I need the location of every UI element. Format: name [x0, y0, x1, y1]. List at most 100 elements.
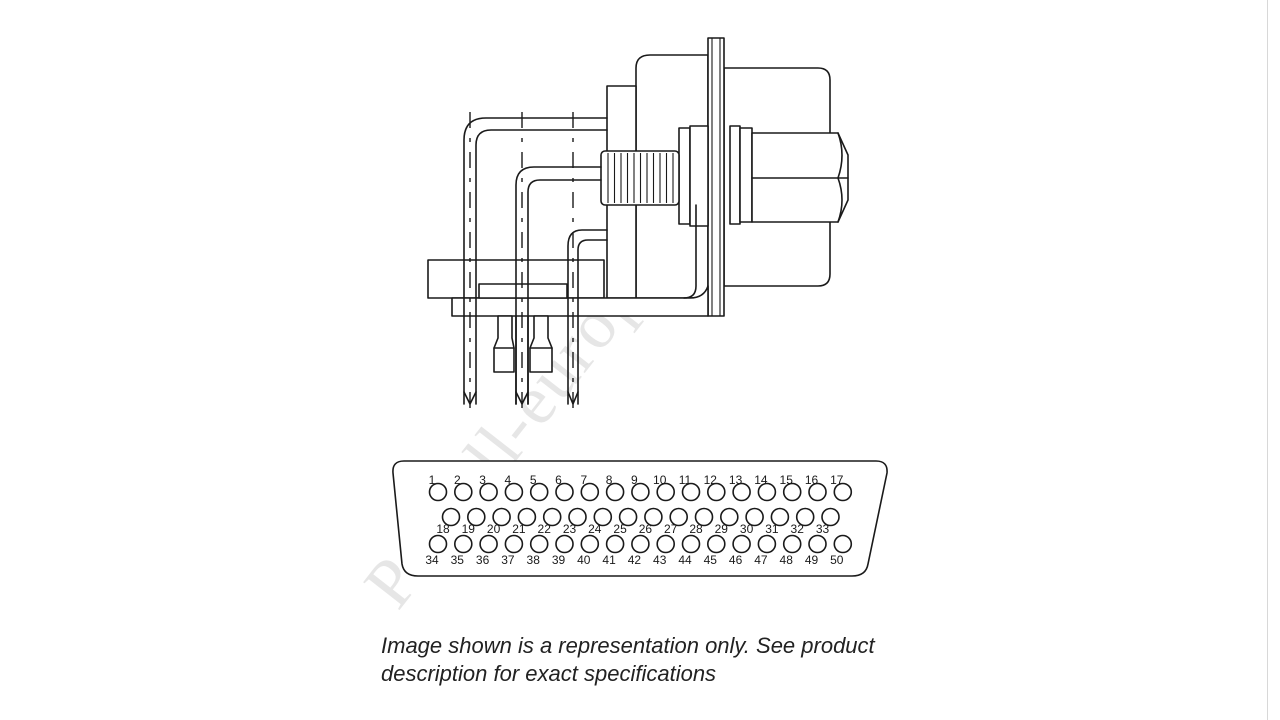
pin-label: 32	[791, 522, 805, 536]
pin-label: 4	[505, 473, 512, 487]
pin-hole	[681, 482, 701, 502]
page-edge	[1267, 0, 1280, 720]
pin-hole	[453, 482, 473, 502]
pin-hole	[593, 507, 613, 527]
pin-label: 38	[527, 553, 541, 567]
pin-label: 40	[577, 553, 591, 567]
pin-label: 45	[704, 553, 718, 567]
pin-label: 6	[555, 473, 562, 487]
pin-label: 31	[765, 522, 779, 536]
pin-label: 14	[754, 473, 768, 487]
pin-label: 22	[538, 522, 552, 536]
pin-label: 13	[729, 473, 743, 487]
pin-hole	[782, 482, 802, 502]
pin-hole	[542, 507, 562, 527]
pin-hole	[795, 507, 815, 527]
pin-hole	[466, 507, 486, 527]
pin-hole	[706, 482, 726, 502]
pin-hole	[568, 507, 587, 527]
pin-hole	[631, 482, 650, 502]
flange	[707, 37, 725, 317]
pin-label: 24	[588, 522, 602, 536]
board-inner	[478, 283, 568, 299]
pin-label: 9	[631, 473, 638, 487]
pin-label: 39	[552, 553, 566, 567]
pin-label: 46	[729, 553, 743, 567]
pin-hole	[808, 482, 827, 502]
standoff-left	[493, 315, 515, 373]
pin-hole	[631, 534, 650, 554]
pin-hole	[428, 534, 448, 554]
pin-hole	[782, 534, 802, 554]
pin-hole	[757, 534, 777, 554]
pin-label: 20	[487, 522, 501, 536]
pin-hole	[681, 534, 701, 554]
back-nut	[689, 125, 709, 227]
pin-hole	[757, 482, 777, 502]
pin-label: 15	[780, 473, 794, 487]
pin-hole	[580, 534, 600, 554]
body-bend	[683, 204, 697, 299]
pin-label: 28	[689, 522, 703, 536]
back-washer	[678, 127, 691, 225]
caption-line-1: Image shown is a representation only. Se…	[381, 633, 875, 658]
pin-hole	[428, 482, 448, 502]
pin-hole	[808, 534, 827, 554]
pin-label: 11	[679, 473, 692, 487]
pin-hole	[821, 507, 840, 527]
pin-label: 10	[653, 473, 667, 487]
pin-hole	[517, 507, 537, 527]
pin-hole	[694, 507, 714, 527]
standoff-right	[529, 315, 553, 373]
pin-label: 19	[462, 522, 476, 536]
pin-hole	[745, 507, 764, 527]
contact-wire-middle	[515, 166, 602, 405]
pin-hole	[833, 482, 853, 502]
pin-label: 36	[476, 553, 490, 567]
pin-label: 17	[830, 473, 844, 487]
pin-hole	[669, 507, 689, 527]
pin-hole	[656, 482, 676, 502]
pin-label: 41	[602, 553, 616, 567]
pin-label: 27	[664, 522, 678, 536]
pin-label: 2	[454, 473, 461, 487]
pin-hole	[605, 534, 625, 554]
pin-label: 12	[704, 473, 718, 487]
pin-hole	[529, 534, 549, 554]
pin-label: 8	[606, 473, 613, 487]
pin-hole	[529, 482, 549, 502]
pin-label: 1	[429, 473, 436, 487]
pin-hole	[656, 534, 676, 554]
pin-hole	[441, 507, 461, 527]
pin-hole	[492, 507, 511, 527]
pin-hole	[580, 482, 600, 502]
pin-label: 50	[830, 553, 844, 567]
pin-label: 7	[580, 473, 587, 487]
pin-label: 34	[425, 553, 439, 567]
pin-hole	[504, 534, 524, 554]
pin-hole	[644, 507, 663, 527]
pin-label: 42	[628, 553, 642, 567]
pin-label: 26	[639, 522, 653, 536]
pin-hole	[555, 482, 574, 502]
pin-hole	[479, 482, 498, 502]
front-washer-2	[739, 127, 753, 223]
pin-label: 48	[780, 553, 794, 567]
pin-label: 5	[530, 473, 537, 487]
pin-label: 47	[754, 553, 768, 567]
pin-hole	[618, 507, 638, 527]
pin-hole	[770, 507, 790, 527]
pin-label: 44	[678, 553, 692, 567]
caption-line-2: description for exact specifications	[381, 661, 717, 686]
pin-label: 23	[563, 522, 577, 536]
pin-hole	[732, 482, 751, 502]
pin-hole	[732, 534, 751, 554]
pin-label: 49	[805, 553, 819, 567]
pin-label: 21	[512, 522, 526, 536]
pin-hole	[555, 534, 574, 554]
pin-hole	[504, 482, 524, 502]
pin-label: 30	[740, 522, 754, 536]
pin-hole	[453, 534, 473, 554]
pin-hole	[605, 482, 625, 502]
